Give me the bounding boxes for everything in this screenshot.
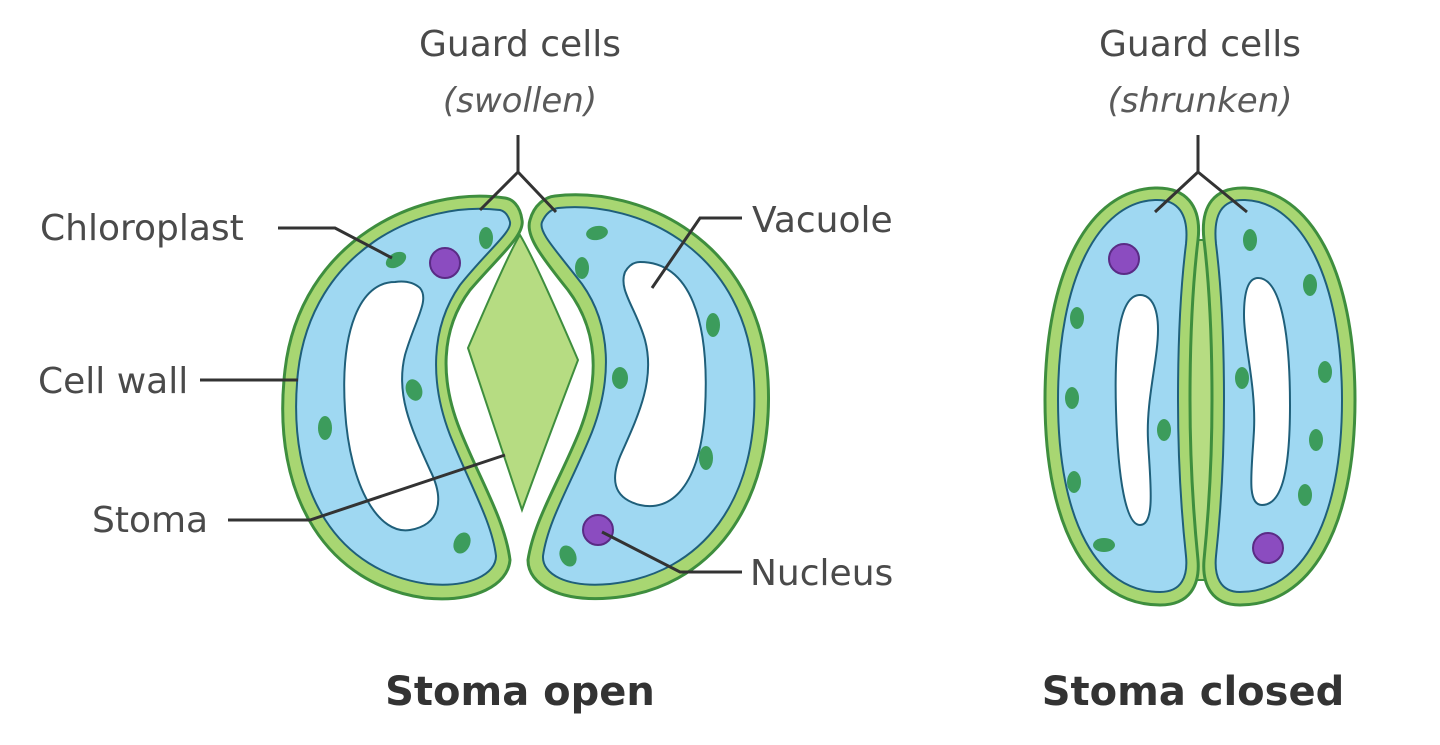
label-cell-wall: Cell wall bbox=[38, 361, 188, 402]
left-vacuole bbox=[343, 280, 440, 532]
closed-left-nucleus bbox=[1108, 243, 1140, 275]
leader-chloroplast bbox=[278, 226, 393, 260]
closed-left-vacuole bbox=[1114, 293, 1160, 527]
label-chloroplast: Chloroplast bbox=[40, 208, 244, 249]
right-nucleus bbox=[582, 514, 614, 546]
label-nucleus: Nucleus bbox=[750, 553, 893, 594]
leader-lines bbox=[200, 135, 1248, 574]
leader-guard-cells-open bbox=[478, 135, 558, 214]
right-chloroplasts bbox=[559, 225, 720, 567]
closed-right-vacuole bbox=[1242, 276, 1292, 507]
label-vacuole: Vacuole bbox=[752, 200, 893, 241]
label-swollen: (swollen) bbox=[443, 81, 597, 121]
leader-stoma bbox=[228, 453, 506, 522]
label-guard-cells-closed: Guard cells bbox=[1099, 24, 1301, 65]
leader-guard-cells-closed bbox=[1153, 135, 1248, 214]
closed-right-nucleus bbox=[1252, 532, 1284, 564]
stoma-open-figure bbox=[281, 193, 771, 601]
stoma-closed-figure bbox=[1043, 186, 1357, 607]
open-pore-wall bbox=[466, 233, 580, 514]
right-vacuole bbox=[614, 260, 707, 508]
left-nucleus bbox=[429, 247, 461, 279]
label-shrunken: (shrunken) bbox=[1107, 81, 1292, 121]
closed-chloroplasts bbox=[1065, 229, 1332, 552]
label-stoma: Stoma bbox=[92, 500, 208, 541]
caption-stoma-closed: Stoma closed bbox=[1042, 669, 1344, 715]
label-guard-cells-open: Guard cells bbox=[419, 24, 621, 65]
leader-vacuole bbox=[650, 216, 742, 289]
caption-stoma-open: Stoma open bbox=[385, 669, 655, 715]
leader-nucleus bbox=[601, 530, 742, 574]
